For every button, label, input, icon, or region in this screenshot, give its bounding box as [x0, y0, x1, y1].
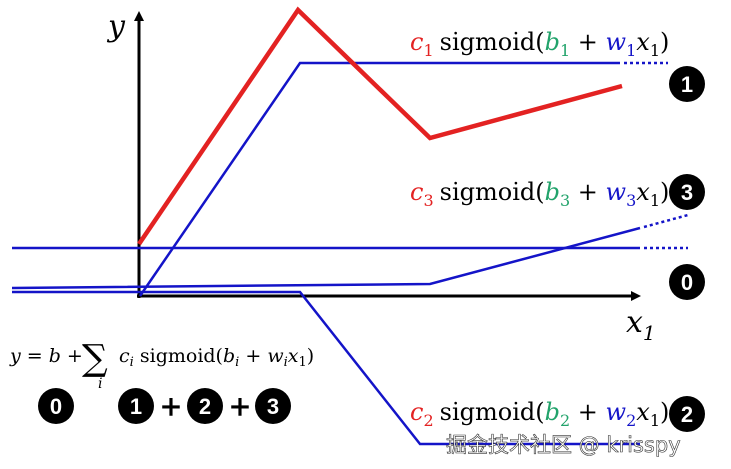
sigmoid-1-curve — [138, 61, 620, 297]
bottom-plus-1: + — [159, 390, 182, 423]
bottom-badge-2: 2 — [187, 388, 223, 424]
svg-text:0: 0 — [50, 394, 62, 419]
sigmoid-3-curve — [11, 226, 641, 290]
bottom-badge-0: 0 — [38, 388, 74, 424]
svg-text:1: 1 — [681, 72, 693, 97]
watermark: 掘金技术社区 @ krisspy — [446, 433, 681, 457]
badge-2: 2 — [669, 396, 705, 432]
svg-text:0: 0 — [681, 270, 693, 295]
x-axis-label: x1 — [626, 305, 656, 345]
svg-text:2: 2 — [681, 402, 693, 427]
badge-0: 0 — [669, 264, 705, 300]
sigmoid-2-curve — [12, 290, 640, 446]
bottom-badge-3: 3 — [255, 388, 291, 424]
bottom-badge-1: 1 — [118, 388, 154, 424]
badge-3: 3 — [669, 174, 705, 210]
sigmoid-3-dotted — [643, 213, 689, 229]
formula: y = b + — [9, 345, 83, 367]
svg-text:1: 1 — [130, 394, 142, 419]
bottom-plus-2: + — [228, 390, 251, 423]
formula-rest: ci sigmoid(bi + wix1) — [119, 345, 314, 370]
formula-sum-index: i — [98, 376, 102, 392]
formula-sum-symbol: ∑ — [82, 338, 108, 379]
svg-text:3: 3 — [681, 180, 693, 205]
y-axis-label: y — [106, 9, 126, 44]
svg-text:3: 3 — [267, 394, 279, 419]
badge-1: 1 — [669, 66, 705, 102]
svg-text:2: 2 — [199, 394, 211, 419]
sum-curve — [137, 6, 623, 246]
